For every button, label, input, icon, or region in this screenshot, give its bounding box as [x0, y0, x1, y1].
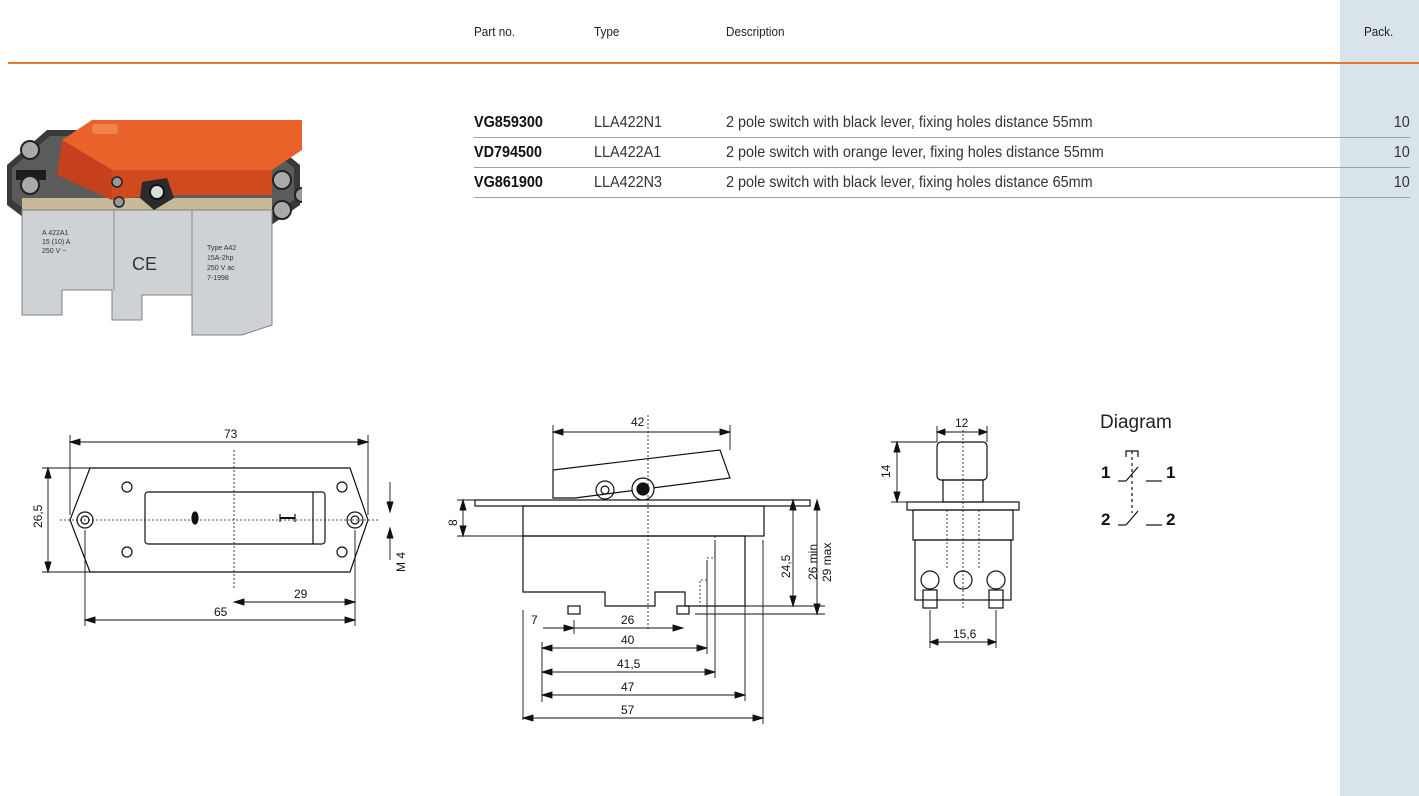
- photo-label-right-1: Type A42: [207, 245, 236, 252]
- description: 2 pole switch with orange lever, fixing …: [726, 144, 1104, 161]
- dim-40: 40: [621, 633, 635, 647]
- description: 2 pole switch with black lever, fixing h…: [726, 174, 1093, 191]
- dim-26: 26: [621, 613, 635, 627]
- pole-2-right: 2: [1166, 510, 1176, 529]
- side-view-drawing: 42 8 24,5 26 min 29 max 7 26 40 41,5 47 …: [446, 415, 834, 724]
- part-number: VG859300: [474, 114, 543, 131]
- dim-41-5: 41,5: [617, 657, 641, 671]
- dim-height: 26,5: [31, 504, 45, 528]
- type-code: LLA422N1: [594, 114, 663, 131]
- dim-width: 73: [224, 427, 238, 441]
- dim-end-height: 14: [879, 464, 893, 478]
- photo-label-left-3: 250 V ~: [42, 248, 66, 255]
- end-view-drawing: 12 14 15,6: [879, 416, 1020, 648]
- type-code: LLA422A1: [594, 144, 662, 161]
- dim-top: 42: [631, 415, 645, 429]
- pack-quantity: 10: [1393, 144, 1410, 161]
- dim-47: 47: [621, 680, 635, 694]
- pole-2-left: 2: [1101, 510, 1111, 529]
- dim-h2: 26 min: [806, 544, 820, 580]
- dim-7: 7: [531, 613, 538, 627]
- photo-label-right-3: 250 V ac: [207, 265, 235, 272]
- description: 2 pole switch with black lever, fixing h…: [726, 114, 1093, 131]
- pole-1-left: 1: [1101, 463, 1111, 482]
- dim-half: 29: [294, 587, 308, 601]
- product-photo: A 422A1 15 (10) A 250 V ~ CE Type A42 15…: [7, 120, 302, 336]
- pack-quantity: 10: [1393, 114, 1410, 131]
- photo-label-right-4: 7-1998: [207, 275, 229, 282]
- photo-label-ce: CE: [132, 254, 157, 274]
- table-row: VD794500 LLA422A1 2 pole switch with ora…: [474, 138, 1410, 168]
- pack-column-background: [1340, 0, 1419, 796]
- photo-label-right-2: 15A-2hp: [207, 255, 234, 262]
- switch-symbol: [1118, 450, 1162, 526]
- photo-label-left-2: 15 (10) A: [42, 239, 71, 246]
- part-number: VG861900: [474, 174, 543, 191]
- dim-h3: 29 max: [820, 543, 834, 582]
- table-row: VG861900 LLA422N3 2 pole switch with bla…: [474, 168, 1410, 198]
- dim-plate: 8: [446, 519, 460, 526]
- part-number: VD794500: [474, 144, 543, 161]
- dim-end-width: 12: [955, 416, 969, 430]
- header-part-no: Part no.: [474, 24, 515, 39]
- pole-1-right: 1: [1166, 463, 1176, 482]
- header-pack: Pack.: [1364, 24, 1394, 39]
- pack-quantity: 10: [1393, 174, 1410, 191]
- header-description: Description: [726, 24, 785, 39]
- dim-h1: 24,5: [779, 554, 793, 578]
- header-type: Type: [594, 24, 620, 39]
- photo-label-left-1: A 422A1: [42, 230, 69, 237]
- dim-holes: 65: [214, 605, 228, 619]
- type-code: LLA422N3: [594, 174, 663, 191]
- table-row: VG859300 LLA422N1 2 pole switch with bla…: [474, 108, 1410, 138]
- dim-end-base: 15,6: [953, 627, 977, 641]
- diagram-title: Diagram: [1100, 412, 1172, 433]
- top-view-drawing: 73 26,5 M 4 29 65: [31, 427, 408, 626]
- header-rule: [8, 62, 1419, 64]
- dim-57: 57: [621, 703, 635, 717]
- dim-hole: M 4: [394, 552, 408, 572]
